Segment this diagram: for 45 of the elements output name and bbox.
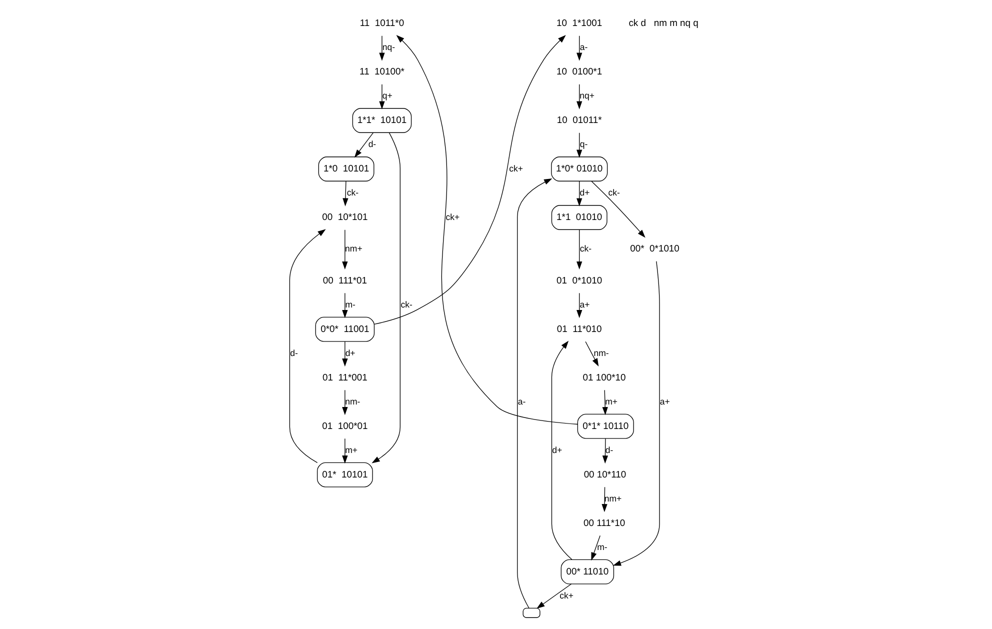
node-text: 01 0*1010 xyxy=(556,274,602,286)
edge-label: d- xyxy=(368,139,376,150)
node-text: 11 10100* xyxy=(359,65,404,76)
node-text: 00 111*10 xyxy=(582,516,625,528)
node-text: 10 0100*1 xyxy=(556,65,602,76)
edge-label: m+ xyxy=(604,396,618,406)
edge-label: d+ xyxy=(579,188,590,198)
node-text: 01 100*01 xyxy=(322,420,368,431)
edge-label: d+ xyxy=(552,444,562,455)
edge-label: m+ xyxy=(344,444,358,455)
edge-label: nm- xyxy=(593,348,608,358)
edge-label: a+ xyxy=(659,396,670,406)
edge-label: m- xyxy=(344,299,355,310)
node-text: 00 10*110 xyxy=(583,468,626,480)
edge-label: ck+ xyxy=(508,163,522,174)
edge-label: a- xyxy=(579,42,588,52)
edge-label: ck- xyxy=(608,188,620,198)
edge-label: nq+ xyxy=(579,90,594,101)
node-text: 00* 0*1010 xyxy=(630,242,679,254)
node-text: 01 11*010 xyxy=(556,322,602,334)
node-text: 10 01011* xyxy=(556,114,602,125)
edge-label: d- xyxy=(604,444,613,455)
node-text: 11 1011*0 xyxy=(359,16,404,28)
edge-label: nm- xyxy=(344,396,360,406)
edge-label: ck+ xyxy=(445,212,460,222)
edge-label: d- xyxy=(290,348,298,358)
edge-label: ck- xyxy=(579,243,592,254)
edge-label: ck- xyxy=(346,188,358,198)
node-text: 01 100*10 xyxy=(582,371,626,382)
node-text: 10 1*1001 xyxy=(556,16,602,28)
edge-label: nq- xyxy=(382,42,395,52)
edge-label: nm+ xyxy=(604,493,622,504)
edge-label: ck- xyxy=(400,299,412,310)
edge-label: nm+ xyxy=(344,243,362,254)
edge-label: q- xyxy=(579,139,588,150)
edge-label: q+ xyxy=(382,90,392,101)
label: ck d nm m nq q xyxy=(628,16,698,28)
edge-label: a- xyxy=(517,396,526,406)
edge-label: d+ xyxy=(344,348,355,358)
node-text: 01 11*001 xyxy=(322,371,367,382)
node-text: 00 111*01 xyxy=(322,274,367,286)
edge-label: ck+ xyxy=(559,590,573,600)
node-text: 00 10*101 xyxy=(322,210,368,222)
edge-label: m- xyxy=(596,542,607,552)
edge-label: a+ xyxy=(579,299,590,310)
